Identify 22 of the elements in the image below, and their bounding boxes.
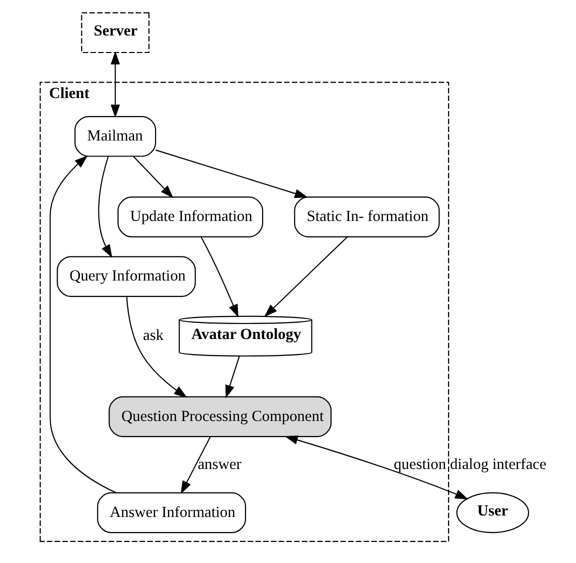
node-ellipse: User <box>456 492 530 534</box>
arrow <box>180 436 211 494</box>
arrow <box>110 51 120 118</box>
arrow <box>50 155 116 494</box>
edge-label: ask <box>143 327 164 344</box>
arrow <box>133 156 174 198</box>
node-box: Query Information <box>56 256 196 297</box>
node-box: Server <box>81 12 150 54</box>
arrow <box>284 435 468 500</box>
node-box: Static In- formation <box>294 196 440 238</box>
node-box: Question Processing Component <box>108 396 332 438</box>
arrow <box>126 296 188 398</box>
arrow <box>156 150 308 198</box>
arrow <box>264 236 348 318</box>
node-box: Mailman <box>74 116 156 157</box>
arrow <box>98 156 112 258</box>
node-box: Answer Information <box>97 492 246 534</box>
node-box: Update Information <box>118 196 264 238</box>
edge-label: question dialog interface <box>394 456 546 473</box>
arrow <box>200 236 238 318</box>
arrow <box>225 356 240 398</box>
edge-label: answer <box>198 456 242 473</box>
